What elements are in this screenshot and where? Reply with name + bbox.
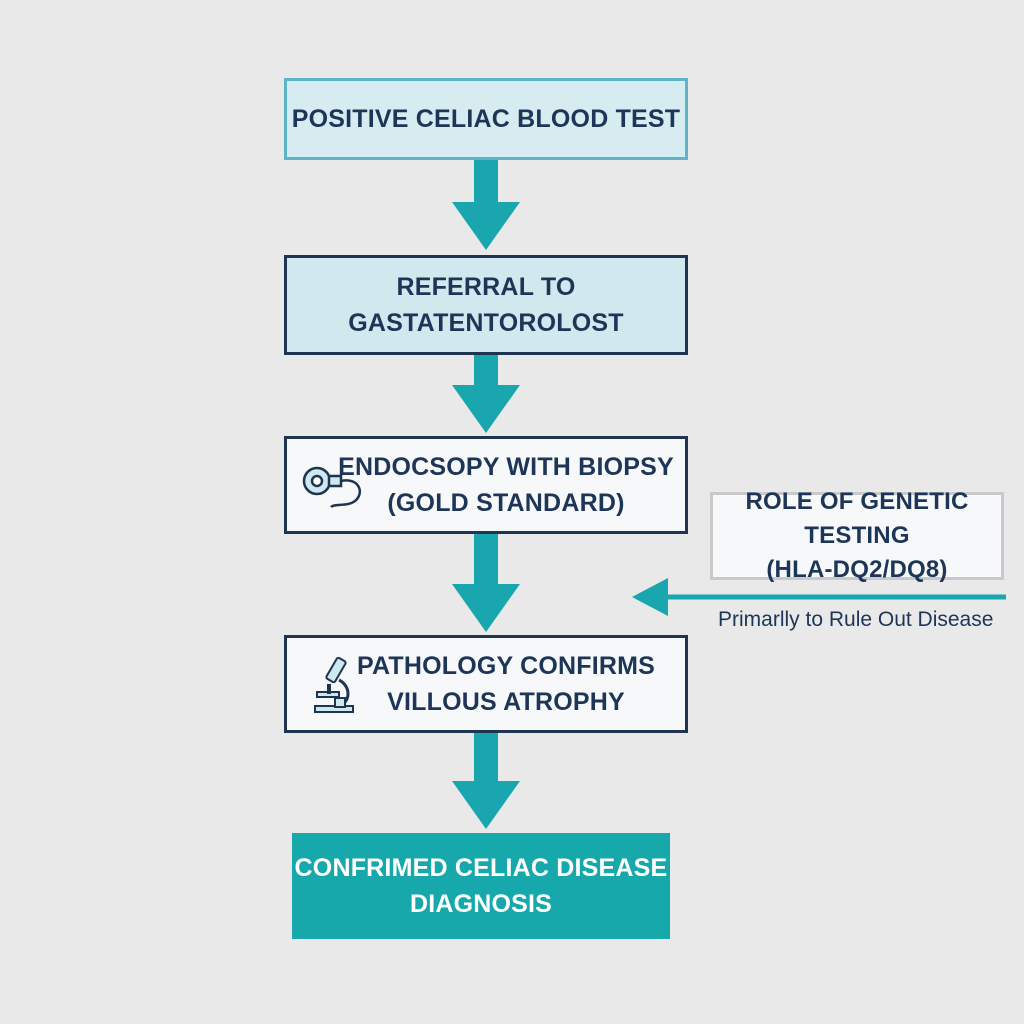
down-arrow xyxy=(452,733,520,829)
microscope-icon xyxy=(314,656,354,713)
step-label-line-1: PATHOLOGY CONFIRMS xyxy=(356,652,656,680)
step-label-line-2: DIAGNOSIS xyxy=(409,890,553,918)
down-arrow xyxy=(452,355,520,433)
step-label-line-1: ENDOCSOPY WITH BIOPSY xyxy=(338,453,674,481)
step-pathology: PATHOLOGY CONFIRMS VILLOUS ATROPHY xyxy=(284,635,688,733)
step-label-line-1: REFERRAL TO xyxy=(396,273,576,301)
side-label-line-2: (HLA-DQ2/DQ8) xyxy=(766,556,948,583)
down-arrow xyxy=(452,534,520,632)
step-label-line-2: (GOLD STANDARD) xyxy=(387,489,625,517)
genetic-testing-box: ROLE OF GENETIC TESTING (HLA-DQ2/DQ8) xyxy=(710,488,1004,583)
side-note: Primarlly to Rule Out Disease xyxy=(718,608,994,631)
step-label: POSITIVE CELIAC BLOOD TEST xyxy=(291,105,681,133)
step-label-line-1: CONFRIMED CELIAC DISEASE xyxy=(294,854,668,882)
step-confirmed-diagnosis: CONFRIMED CELIAC DISEASE DIAGNOSIS xyxy=(292,833,670,939)
step-referral: REFERRAL TO GASTATENTOROLOST xyxy=(284,255,688,355)
step-positive-blood-test: POSITIVE CELIAC BLOOD TEST xyxy=(284,78,688,160)
left-arrow xyxy=(632,578,1006,616)
step-label-line-2: GASTATENTOROLOST xyxy=(348,309,624,337)
side-label-line-1: ROLE OF GENETIC TESTING xyxy=(745,488,969,549)
step-label-line-2: VILLOUS ATROPHY xyxy=(387,688,625,716)
endoscope-icon xyxy=(302,466,361,509)
down-arrow xyxy=(452,160,520,250)
step-endoscopy: ENDOCSOPY WITH BIOPSY (GOLD STANDARD) xyxy=(284,436,688,534)
